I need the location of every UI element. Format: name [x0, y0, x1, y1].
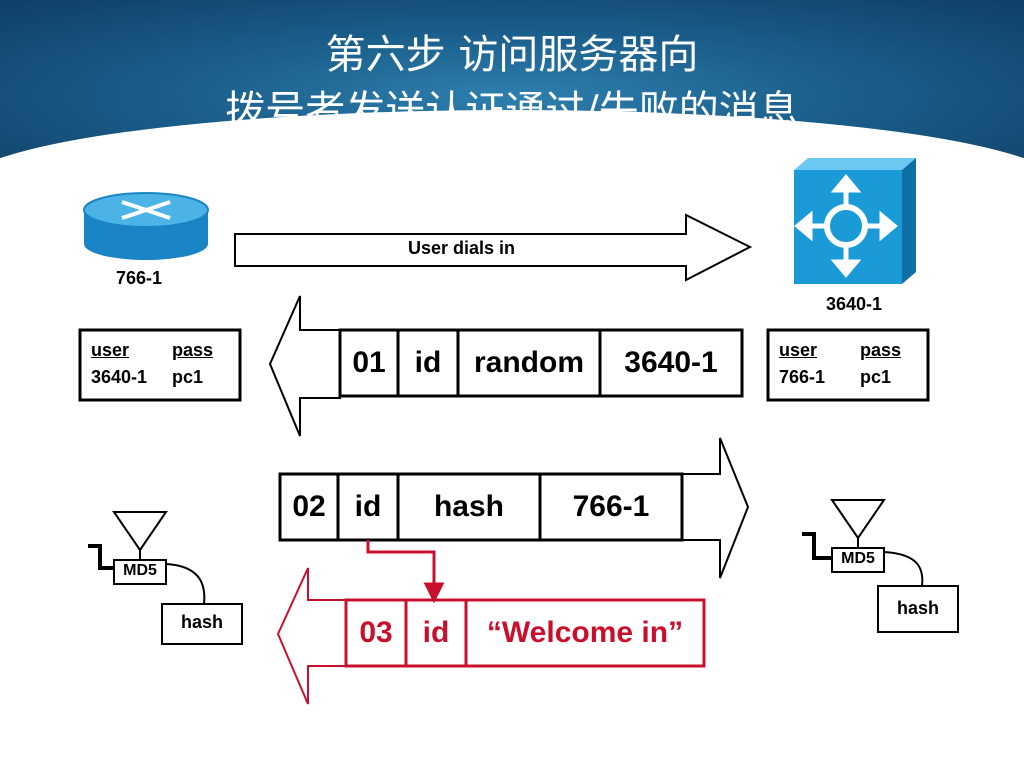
left-arrow-3 [276, 567, 347, 705]
dial-in-arrow [234, 213, 753, 282]
packet-2-box [278, 472, 684, 542]
table-left-pass-value: pc1 [172, 367, 204, 387]
router-label: 766-1 [116, 268, 163, 288]
packet-2-hash: hash [433, 490, 505, 523]
access-server-label: 3640-1 [826, 294, 883, 314]
packet-3-message: “Welcome in” [486, 616, 684, 649]
md5-right-hash: hash [896, 598, 939, 618]
packet-1-id: id [414, 346, 442, 379]
title-line-1: 第六步 访问服务器向 [325, 32, 699, 78]
router-icon [83, 192, 209, 260]
table-right-user-value: 766-1 [779, 367, 826, 387]
packet-2-name: 766-1 [572, 490, 650, 523]
packet-1-name: 3640-1 [624, 346, 718, 379]
left-arrow-1 [268, 295, 341, 437]
md5-left-hash: hash [180, 612, 223, 632]
packet-3-code: 03 [359, 616, 393, 649]
table-left-pass-header: pass [172, 340, 214, 360]
table-right-box [766, 328, 930, 402]
table-left-user-header: user [91, 340, 130, 360]
md5-right-label: MD5 [841, 550, 875, 567]
table-left-user-value: 3640-1 [91, 367, 148, 387]
id-link-connector [366, 540, 445, 604]
table-right-user-header: user [779, 340, 818, 360]
packet-1-random: random [473, 346, 584, 379]
packet-1-code: 01 [352, 346, 386, 379]
packet-2-id: id [354, 490, 382, 523]
packet-1-box [338, 328, 744, 398]
packet-3-box [344, 598, 706, 668]
table-right-pass-value: pc1 [860, 367, 892, 387]
table-right-pass-header: pass [860, 340, 902, 360]
packet-2-code: 02 [292, 490, 326, 523]
access-server-icon [794, 158, 916, 284]
header-banner [0, 0, 1024, 160]
title-line-2: 拨号者发送认证通过/失败的消息 [225, 88, 799, 134]
table-left-box [78, 328, 242, 402]
right-arrow-2 [681, 437, 750, 579]
packet-3-id: id [422, 616, 450, 649]
md5-left-label: MD5 [123, 562, 157, 579]
md5-left-assembly [88, 511, 243, 645]
md5-right-assembly [802, 499, 959, 633]
dial-in-label: User dials in [408, 238, 516, 258]
